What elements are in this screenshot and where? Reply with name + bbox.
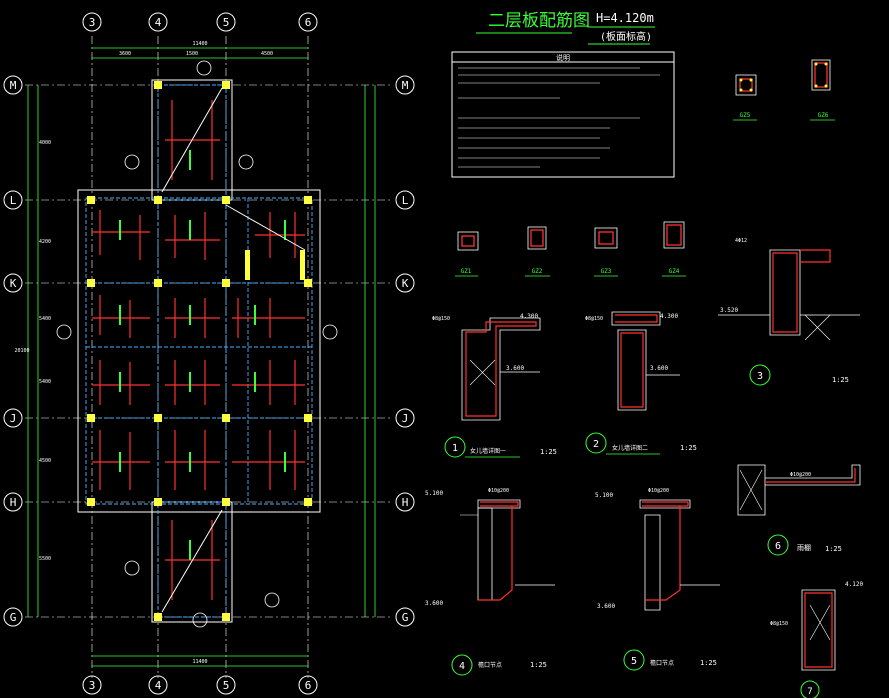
d2-number: 2: [593, 439, 599, 450]
grid-bubbles-sides: [3, 75, 415, 627]
title-note: (板面标高): [600, 30, 652, 43]
d4-title: 檐口节点: [478, 661, 502, 669]
detail-6: Φ10@200 6 雨棚 1:25: [737, 464, 861, 556]
d1-number: 1: [452, 443, 458, 454]
dim-top-2: 1500: [186, 51, 198, 57]
d7-number: 7: [807, 687, 812, 697]
grid-col-6-bottom: 6: [305, 679, 312, 692]
gz3-label: GZ3: [601, 268, 612, 275]
grid-row-m-right: M: [402, 79, 409, 92]
d4-number: 4: [459, 661, 465, 672]
dim-top-3: 4500: [261, 51, 273, 57]
grid-row-g-left: G: [10, 611, 17, 624]
detail-7: 4.120 Φ8@150 7: [770, 581, 863, 698]
d5-elev-bottom: 3.600: [597, 603, 615, 610]
detail-5: 5.100 3.600 Φ10@200 5 檐口节点 1:25: [595, 488, 720, 671]
d7-rebar: Φ8@150: [770, 621, 788, 627]
grid-row-h-left: H: [10, 496, 17, 509]
grid-col-4-bottom: 4: [155, 679, 162, 692]
grid-row-l-left: L: [10, 194, 17, 207]
notes-table: 说明: [451, 51, 675, 178]
d1-rebar: Φ8@150: [432, 316, 450, 322]
dim-top-1: 3600: [119, 51, 131, 57]
d6-rebar: Φ10@200: [790, 472, 811, 478]
grid-bubbles-bottom: [82, 675, 318, 695]
dimension-lines: [27, 47, 376, 667]
d2-elev-top: 4.300: [660, 313, 678, 320]
title-level: H=4.120m: [596, 11, 654, 25]
grid-col-6-top: 6: [305, 16, 312, 29]
plan-columns: [87, 81, 312, 621]
d6-scale: 1:25: [825, 545, 842, 553]
detail-2: 4.300 3.600 Φ8@150 2 女儿墙详图二 1:25: [585, 311, 697, 455]
d5-rebar: Φ10@200: [648, 488, 669, 494]
grid-row-m-left: M: [10, 79, 17, 92]
d1-scale: 1:25: [540, 448, 557, 456]
grid-col-5-top: 5: [223, 16, 230, 29]
dim-left-4: 5400: [39, 379, 51, 385]
plan-callouts: [56, 60, 338, 628]
plan-stair-diagonals: [161, 87, 306, 613]
detail-3: 3.520 4Φ12 3 1:25: [718, 238, 860, 386]
dim-left-3: 5400: [39, 316, 51, 322]
d6-title: 雨棚: [797, 543, 811, 552]
gz-details: GZ5 GZ6 GZ1 GZ2 GZ3 GZ4: [455, 59, 835, 277]
d1-title: 女儿墙详图一: [470, 447, 506, 455]
d1-elev-top: 4.300: [520, 313, 538, 320]
detail-4: 5.100 3.600 Φ10@200 4 檐口节点 1:25: [425, 488, 555, 676]
grid-bubbles-top: [82, 12, 318, 32]
gz4-label: GZ4: [669, 268, 680, 275]
grid-col-4-top: 4: [155, 16, 162, 29]
dim-left-total: 20100: [14, 348, 29, 354]
dim-top-total: 11400: [192, 41, 207, 47]
d4-elev-bottom: 3.600: [425, 600, 443, 607]
notes-header: 说明: [556, 53, 570, 62]
grid-row-l-right: L: [402, 194, 409, 207]
d6-number: 6: [775, 541, 781, 552]
grid-col-5-bottom: 5: [223, 679, 230, 692]
d4-scale: 1:25: [530, 661, 547, 669]
dim-bottom-total: 11400: [192, 659, 207, 665]
gz2-label: GZ2: [532, 268, 543, 275]
dim-left-1: 4000: [39, 140, 51, 146]
drawing-title: 二层板配筋图 H=4.120m (板面标高): [476, 11, 655, 45]
d3-elev-left: 3.520: [720, 307, 738, 314]
grid-row-h-right: H: [402, 496, 409, 509]
dim-left-2: 4200: [39, 239, 51, 245]
d4-rebar: Φ10@200: [488, 488, 509, 494]
detail-1: 4.300 3.600 Φ8@150 1 女儿墙详图一 1:25: [432, 313, 557, 458]
d7-elev: 4.120: [845, 581, 863, 588]
d3-scale: 1:25: [832, 376, 849, 384]
plan-rebar-green: [119, 150, 286, 560]
grid-col-3-bottom: 3: [89, 679, 96, 692]
d2-rebar: Φ8@150: [585, 316, 603, 322]
d5-number: 5: [631, 656, 637, 667]
grid-row-g-right: G: [402, 611, 409, 624]
plan-beams: [85, 84, 313, 618]
dim-left-5: 4500: [39, 458, 51, 464]
grid-col-3-top: 3: [89, 16, 96, 29]
dim-left-6: 5500: [39, 556, 51, 562]
d5-elev-top: 5.100: [595, 492, 613, 499]
d2-scale: 1:25: [680, 444, 697, 452]
d5-title: 檐口节点: [650, 659, 674, 667]
d2-elev-bottom: 3.600: [650, 365, 668, 372]
grid-row-k-right: K: [402, 277, 409, 290]
gz5-label: GZ5: [740, 112, 751, 119]
d5-scale: 1:25: [700, 659, 717, 667]
d3-rebar: 4Φ12: [735, 238, 747, 244]
gz1-label: GZ1: [461, 268, 472, 275]
grid-row-j-left: J: [10, 412, 17, 425]
d2-title: 女儿墙详图二: [612, 444, 648, 452]
gz6-label: GZ6: [818, 112, 829, 119]
d1-elev-bottom: 3.600: [506, 365, 524, 372]
d3-number: 3: [757, 371, 763, 382]
d4-elev-top: 5.100: [425, 490, 443, 497]
title-main: 二层板配筋图: [488, 11, 590, 31]
grid-row-j-right: J: [402, 412, 409, 425]
grid-row-k-left: K: [10, 277, 17, 290]
